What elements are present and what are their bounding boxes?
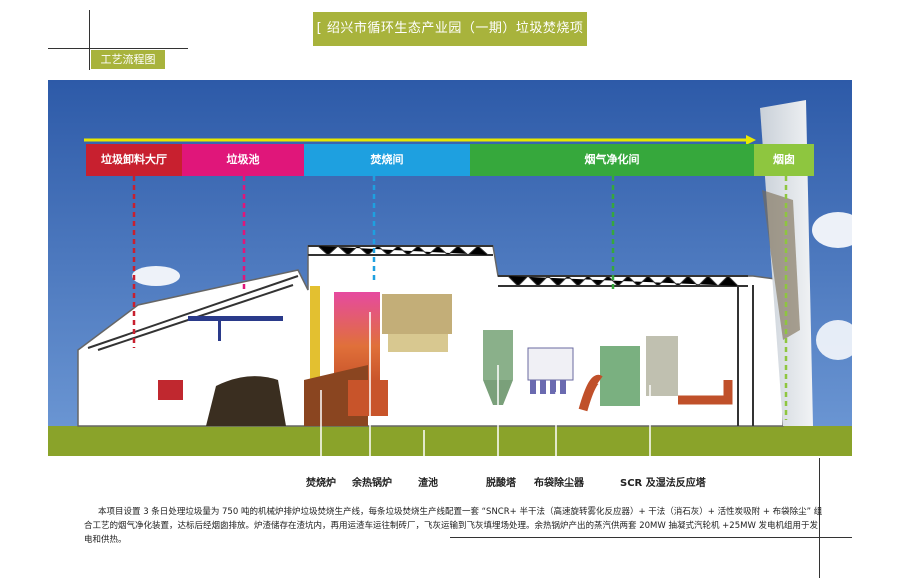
frame-line-bottom-right-vertical	[819, 458, 820, 578]
boiler	[382, 294, 452, 334]
label-incinerator: 焚烧炉	[306, 478, 336, 489]
stage-unloading-hall: 垃圾卸料大厅	[86, 144, 182, 176]
process-flow-diagram: 垃圾卸料大厅 垃圾池 焚烧间 烟气净化间 烟囱	[48, 80, 852, 456]
waste-pile	[206, 376, 286, 426]
page-title: [ 绍兴市循环生态产业园（一期）垃圾焚烧项目 ]	[313, 12, 587, 70]
boiler-hoppers	[388, 334, 448, 352]
wet-scrubber	[646, 336, 678, 396]
ground	[48, 426, 852, 456]
stage-chimney: 烟囱	[754, 144, 814, 176]
frame-line-top-left-horizontal	[48, 48, 188, 49]
label-deacid-tower: 脱酸塔	[486, 478, 516, 489]
label-baghouse: 布袋除尘器	[534, 478, 584, 489]
frame-line-top-left-vertical	[89, 10, 90, 70]
description-text: 本项目设置 3 条日处理垃圾量为 750 吨的机械炉排炉垃圾焚烧生产线，每条垃圾…	[84, 507, 823, 545]
frame-line-bottom-right-horizontal	[450, 537, 852, 538]
stage-leaders	[132, 176, 788, 420]
feed-chute	[310, 286, 320, 416]
equipment-pointers	[320, 312, 651, 456]
stage-waste-pit: 垃圾池	[182, 144, 304, 176]
flow-arrow-head	[746, 135, 756, 145]
cloud	[812, 212, 852, 248]
furnace-base	[348, 380, 388, 416]
baghouse	[527, 347, 574, 381]
crane-hoist	[218, 321, 221, 341]
chimney-mural	[762, 190, 800, 340]
label-slag-pit: 渣池	[418, 478, 438, 489]
flue-duct	[678, 380, 733, 405]
stage-flue-gas-treatment: 烟气净化间	[470, 144, 754, 176]
stage-incineration: 焚烧间	[304, 144, 470, 176]
cloud	[132, 266, 180, 286]
furnace-chamber	[334, 292, 380, 382]
section-tag: 工艺流程图	[91, 50, 165, 69]
crane-beam	[188, 316, 283, 321]
truck	[158, 380, 183, 400]
label-scr-wet-reactor: SCR 及湿法反应塔	[620, 478, 706, 489]
flue-duct	[578, 374, 603, 412]
truss-web	[317, 245, 739, 287]
scr-reactor	[600, 346, 640, 406]
cloud	[816, 320, 852, 360]
label-waste-heat-boiler: 余热锅炉	[352, 478, 392, 489]
plant-illustration	[48, 80, 852, 456]
